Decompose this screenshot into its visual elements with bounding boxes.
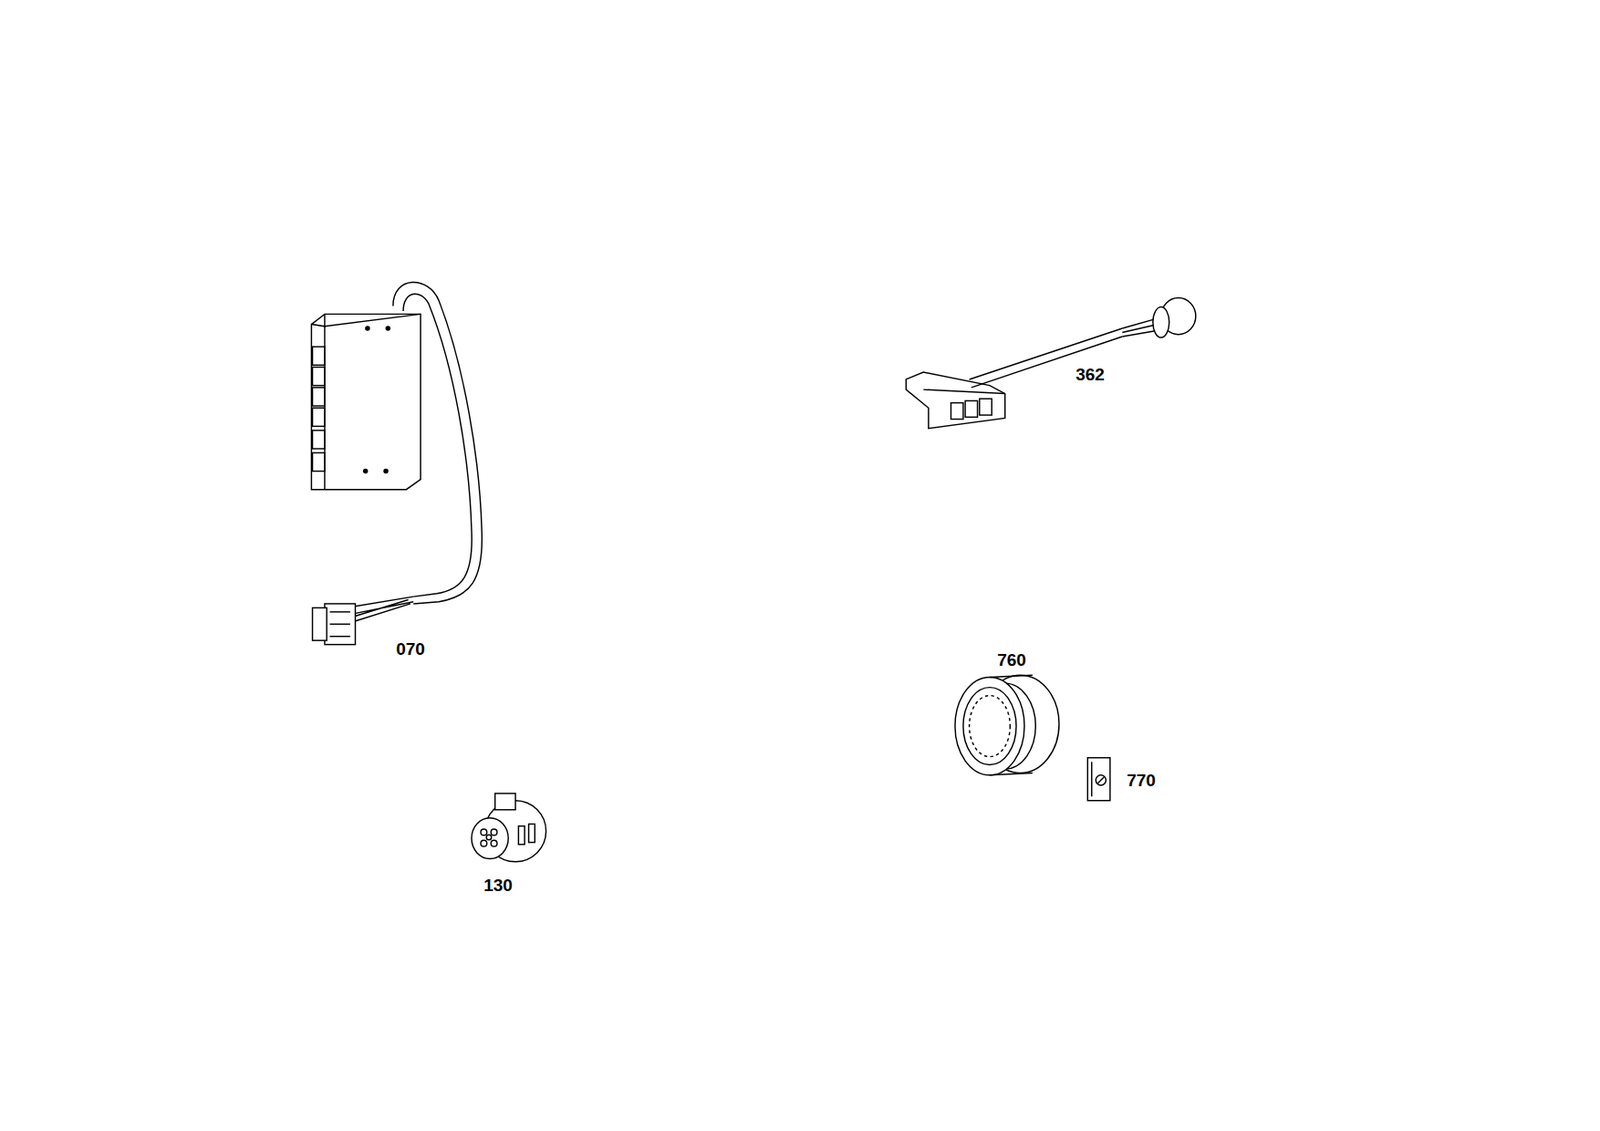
locking-plate — [1087, 758, 1111, 801]
sensor-cable — [905, 297, 1196, 428]
sliding-sleeve — [955, 675, 1060, 776]
callout-number: 070 — [394, 639, 427, 660]
control-unit — [311, 282, 482, 645]
callout-number: 760 — [995, 650, 1029, 671]
callout-number: 130 — [481, 875, 515, 896]
callout-number: 770 — [1124, 770, 1158, 791]
round-connector — [471, 793, 547, 863]
callout-number: 362 — [1073, 364, 1107, 385]
